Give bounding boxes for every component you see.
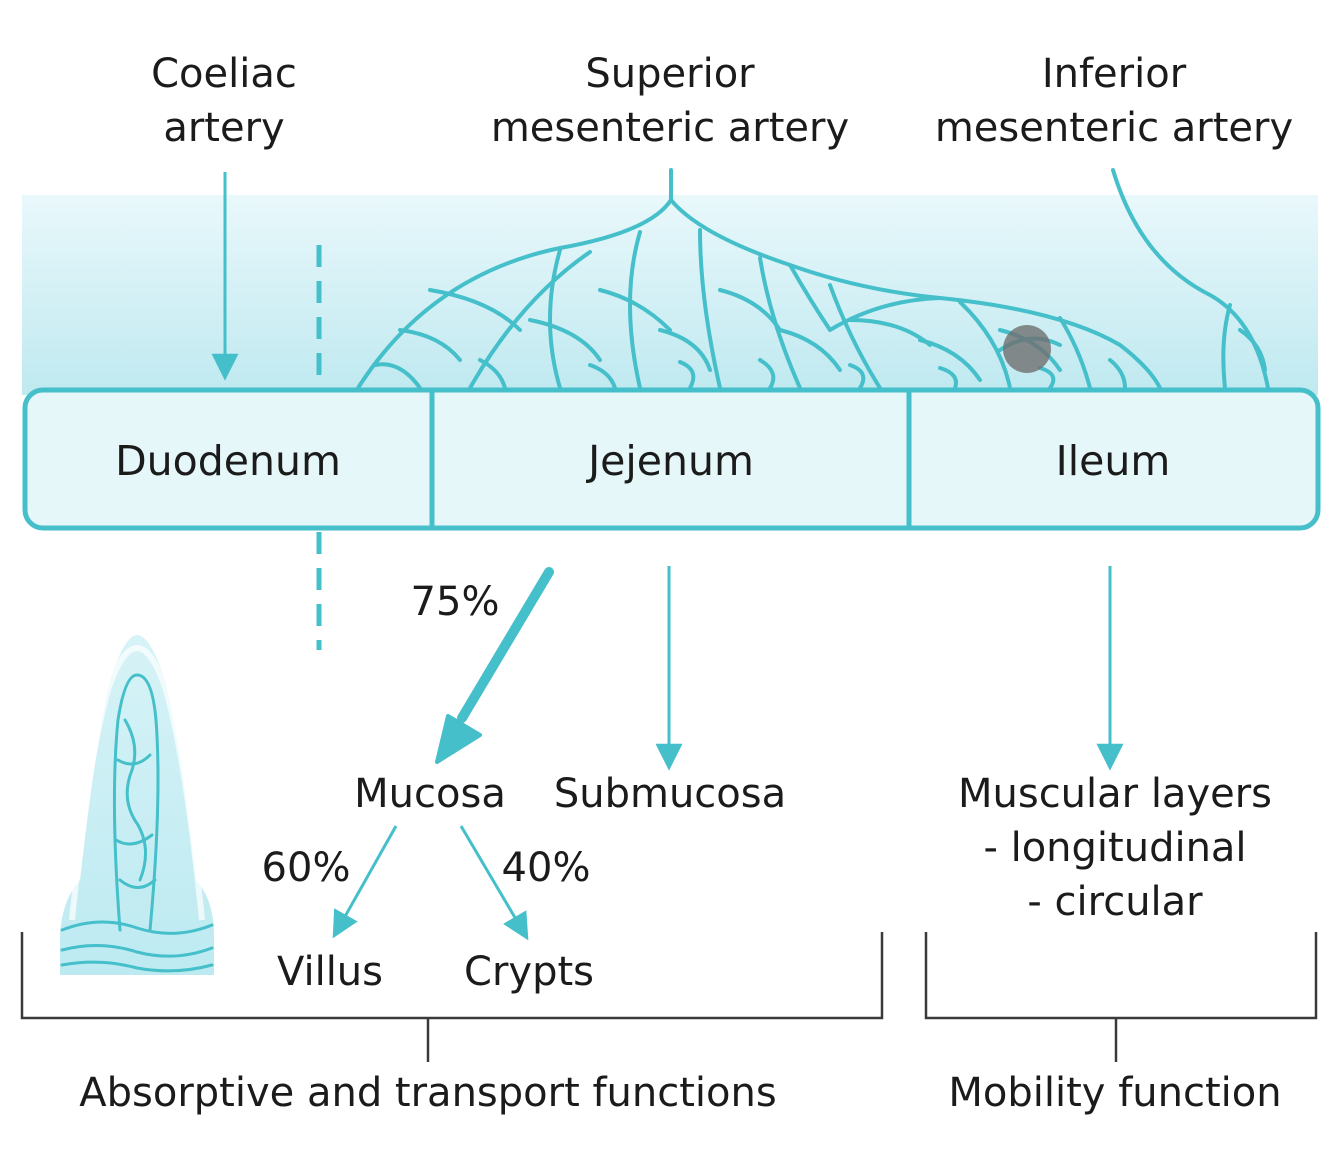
mobility-bracket xyxy=(924,932,1318,1062)
mucosa-arrow xyxy=(457,567,554,723)
ileum-label: Ileum xyxy=(1055,437,1171,485)
mucosa-percentage: 75% xyxy=(410,579,500,625)
superior-mesenteric-arcades xyxy=(356,168,1162,390)
crypts-arrow xyxy=(459,825,529,941)
mucosa-label: Mucosa xyxy=(354,771,506,817)
villus-arrow xyxy=(332,825,398,939)
villus-percentage: 60% xyxy=(261,845,351,891)
crypts-percentage: 40% xyxy=(501,845,591,891)
jejenum-label: Jejenum xyxy=(588,437,754,485)
intestine-box xyxy=(22,387,1321,531)
mobility-function-label: Mobility function xyxy=(948,1070,1282,1116)
submucosa-label: Submucosa xyxy=(553,771,787,817)
coeliac-artery-label: Coeliac artery xyxy=(151,51,297,151)
mucosa-arrow-head xyxy=(435,714,482,764)
marker-dot xyxy=(1003,325,1051,373)
mesentery-band xyxy=(22,195,1318,395)
inferior-mesenteric-branches xyxy=(1111,168,1270,390)
villus-label: Villus xyxy=(276,949,383,995)
crypts-label: Crypts xyxy=(464,949,594,995)
superior-mesenteric-artery-label: Superior mesenteric artery xyxy=(490,51,850,151)
absorptive-functions-label: Absorptive and transport functions xyxy=(79,1070,777,1116)
inferior-mesenteric-artery-label: Inferior mesenteric artery xyxy=(934,51,1294,151)
villus-illustration xyxy=(60,635,214,975)
duodenum-label: Duodenum xyxy=(115,437,341,485)
muscular-layers-label: Muscular layers - longitudinal - circula… xyxy=(957,771,1273,925)
absorptive-bracket xyxy=(20,932,884,1062)
